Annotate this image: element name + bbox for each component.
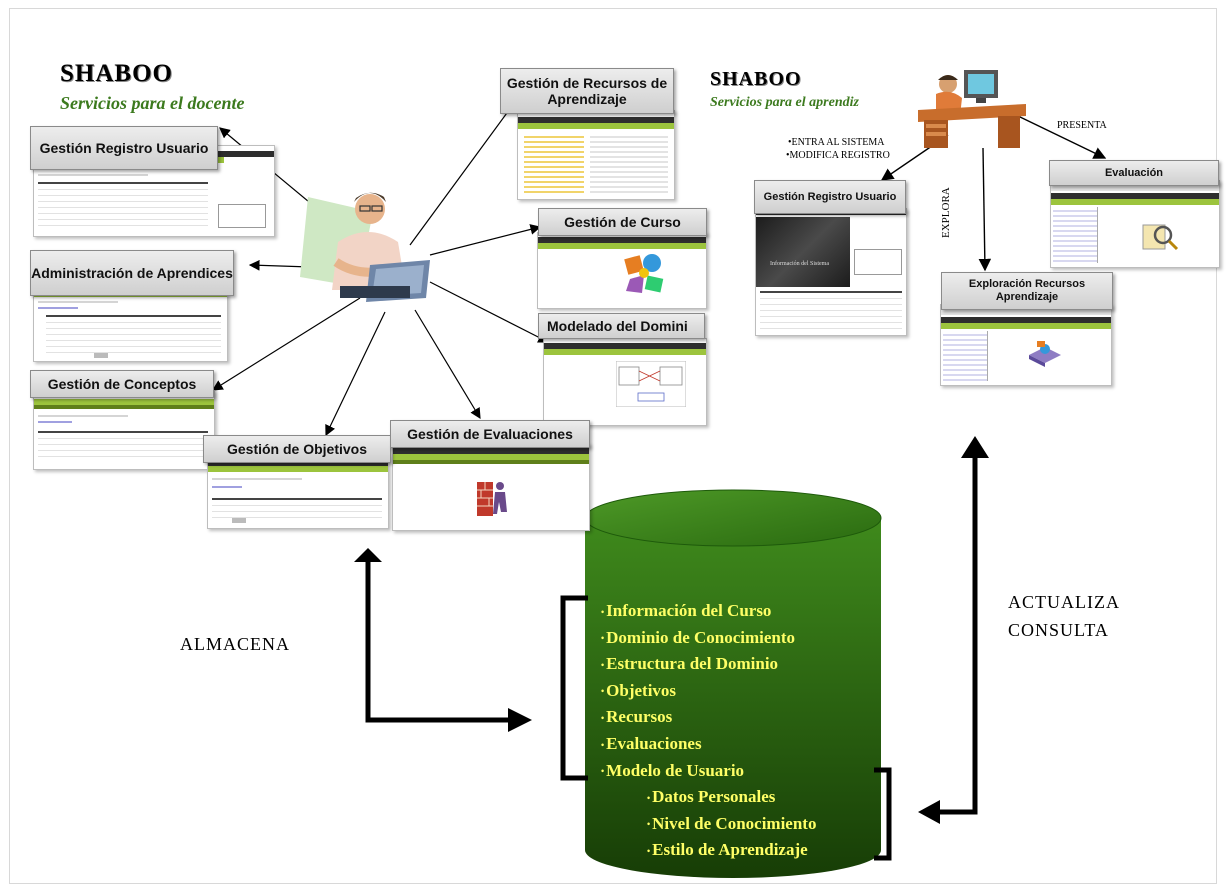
db-item: •Información del Curso	[601, 598, 816, 625]
objetivos-screen	[207, 455, 389, 529]
db-item-label: Dominio de Conocimiento	[606, 627, 796, 647]
brick-wall-icon	[477, 476, 511, 518]
dominio-title: Modelado del Domini	[538, 313, 705, 339]
flow-consulta: CONSULTA	[1008, 620, 1109, 640]
actualiza-arrow	[935, 452, 978, 815]
aprendiz-evaluacion-screen	[1050, 180, 1220, 268]
aprendiz-brand: SHABOO	[710, 68, 802, 90]
aprendiz-registro-title: Gestión Registro Usuario	[754, 180, 906, 214]
sistema-info-text: Información del Sistema	[770, 261, 829, 267]
conceptos-screen	[33, 390, 215, 470]
action-entra: •ENTRA AL SISTEMA	[788, 137, 885, 148]
docente-subtitle: Servicios para el docente	[60, 93, 245, 113]
student-at-desk-illustration	[918, 66, 1026, 150]
db-item-label: Modelo de Usuario	[606, 760, 745, 780]
db-subitem-label: Estilo de Aprendizaje	[652, 840, 808, 860]
aprendiz-subtitle: Servicios para el aprendiz	[710, 95, 859, 110]
action-modifica: •MODIFICA REGISTRO	[786, 150, 890, 161]
flow-actualiza: ACTUALIZA	[1008, 592, 1120, 612]
db-item-label: Recursos	[606, 707, 673, 727]
db-subitem: •Estilo de Aprendizaje	[601, 837, 816, 864]
flow-almacena: ALMACENA	[180, 634, 290, 654]
sistema-info-panel: Información del Sistema	[756, 217, 850, 287]
db-item-label: Información del Curso	[606, 601, 772, 620]
aprendiz-registro-screen: Información del Sistema	[755, 208, 907, 336]
bullet-icon: •	[601, 739, 605, 750]
registro-usuario-title: Gestión Registro Usuario	[30, 126, 218, 170]
bullet-icon: •	[601, 766, 605, 777]
db-item-label: Evaluaciones	[606, 733, 702, 753]
actualiza-arrowhead-up	[961, 436, 989, 458]
aprendiz-evaluacion-title: Evaluación	[1049, 160, 1219, 186]
action-explora: EXPLORA	[940, 187, 952, 238]
almacena-arrow	[365, 560, 512, 723]
domain-graph-icon	[615, 360, 687, 408]
actualiza-arrowhead-left	[918, 800, 940, 824]
bullet-icon: •	[601, 659, 605, 670]
recursos-title: Gestión de Recursos de Aprendizaje	[500, 68, 674, 114]
database-cylinder	[584, 489, 882, 878]
database-contents: •Información del Curso •Dominio de Conoc…	[601, 598, 816, 864]
evaluaciones-screen	[392, 443, 590, 531]
dominio-screen	[543, 338, 707, 426]
db-subitem-label: Nivel de Conocimiento	[652, 813, 817, 833]
course-shapes-icon	[622, 251, 668, 297]
bullet-icon: •	[647, 819, 651, 830]
db-subitem-label: Datos Personales	[652, 787, 776, 807]
curso-screen	[537, 232, 707, 309]
bullet-icon: •	[647, 845, 651, 856]
curso-title: Gestión de Curso	[538, 208, 707, 236]
evaluation-magnifier-icon	[1141, 221, 1181, 253]
teacher-at-laptop-illustration	[298, 182, 448, 312]
db-item: •Recursos	[601, 704, 816, 731]
bullet-icon: •	[601, 686, 605, 697]
recursos-screen	[517, 110, 675, 200]
docente-brand: SHABOO	[60, 60, 173, 87]
db-item: •Objetivos	[601, 678, 816, 705]
aprendiz-exploracion-screen	[940, 304, 1112, 386]
aprendiz-exploracion-title: Exploración Recursos Aprendizaje	[941, 272, 1113, 310]
exploration-books-icon	[1027, 339, 1063, 369]
objetivos-title: Gestión de Objetivos	[203, 435, 391, 463]
brackets	[560, 595, 892, 861]
aprendices-title: Administración de Aprendices	[30, 250, 234, 296]
db-item: •Evaluaciones	[601, 731, 816, 758]
evaluaciones-title: Gestión de Evaluaciones	[390, 420, 590, 448]
db-item: •Modelo de Usuario	[601, 758, 816, 785]
almacena-arrowhead-right	[508, 708, 532, 732]
conceptos-title: Gestión de Conceptos	[30, 370, 214, 398]
db-item-label: Estructura del Dominio	[606, 654, 779, 674]
bullet-icon: •	[601, 712, 605, 723]
db-item: •Dominio de Conocimiento	[601, 625, 816, 652]
action-presenta: PRESENTA	[1057, 120, 1107, 131]
bullet-icon: •	[601, 633, 605, 644]
db-item-label: Objetivos	[606, 680, 677, 700]
bullet-icon: •	[647, 792, 651, 803]
db-subitem: •Nivel de Conocimiento	[601, 811, 816, 838]
db-item: •Estructura del Dominio	[601, 651, 816, 678]
bullet-icon: •	[601, 606, 605, 617]
db-subitem: •Datos Personales	[601, 784, 816, 811]
almacena-arrowhead-up	[354, 548, 382, 562]
diagram-frame	[9, 8, 1217, 884]
